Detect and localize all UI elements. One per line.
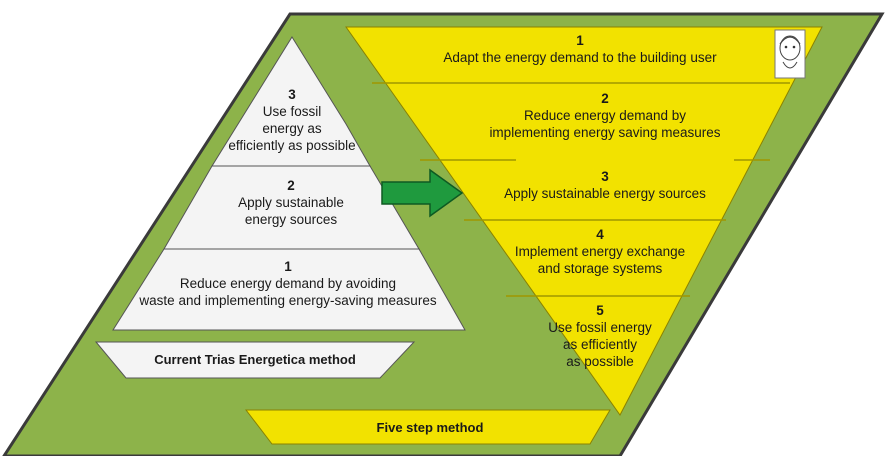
left-step-1-line-1: Reduce energy demand by avoiding	[179, 276, 397, 291]
right-step-1-line-1: Adapt the energy demand to the building …	[443, 50, 717, 65]
right-step-2-number: 2	[601, 91, 609, 106]
right-step-4-number: 4	[596, 227, 604, 242]
right-inverted-pyramid	[345, 26, 823, 416]
left-step-2-label: 2 Apply sustainable energy sources	[180, 177, 402, 228]
right-step-4-line-2: and storage systems	[537, 261, 663, 276]
right-caption-box	[244, 409, 611, 445]
right-step-3-label: 3 Apply sustainable energy sources	[480, 168, 730, 202]
right-step-2-line-1: Reduce energy demand by	[523, 108, 687, 123]
right-step-4-label: 4 Implement energy exchange and storage …	[500, 226, 700, 277]
left-step-3-number: 3	[288, 87, 296, 102]
left-step-1-label: 1 Reduce energy demand by avoiding waste…	[118, 258, 458, 309]
right-step-4-line-1: Implement energy exchange	[514, 244, 686, 259]
right-step-5-line-1: Use fossil energy	[548, 320, 652, 335]
right-step-3-line-1: Apply sustainable energy sources	[504, 186, 706, 201]
right-caption: Five step method	[376, 420, 484, 435]
right-step-2-line-2: implementing energy saving measures	[489, 125, 721, 140]
right-step-1-label: 1 Adapt the energy demand to the buildin…	[430, 32, 730, 66]
left-caption-box	[94, 341, 416, 379]
portrait-icon	[774, 29, 806, 79]
right-step-5-line-3: as possible	[566, 354, 634, 369]
right-step-2-label: 2 Reduce energy demand by implementing e…	[470, 90, 740, 141]
right-step-5-label: 5 Use fossil energy as efficiently as po…	[530, 302, 670, 370]
arrow-icon	[381, 168, 464, 218]
left-step-2-line-2: energy sources	[244, 212, 338, 227]
right-step-5-line-2: as efficiently	[562, 337, 638, 352]
left-step-2-line-1: Apply sustainable	[238, 195, 344, 210]
left-step-3-line-1: Use fossil	[262, 104, 322, 119]
left-step-1-line-2: waste and implementing energy-saving mea…	[139, 293, 437, 308]
left-caption: Current Trias Energetica method	[154, 352, 356, 367]
left-step-3-line-2: energy as	[262, 121, 322, 136]
left-step-1-number: 1	[284, 259, 292, 274]
left-step-2-number: 2	[287, 178, 295, 193]
left-step-3-line-3: efficiently as possible	[228, 138, 356, 153]
right-step-1-number: 1	[576, 33, 584, 48]
right-step-3-number: 3	[601, 169, 609, 184]
left-tier-1	[112, 248, 466, 331]
right-step-5-number: 5	[596, 303, 604, 318]
left-step-3-label: 3 Use fossil energy as efficiently as po…	[214, 86, 370, 154]
